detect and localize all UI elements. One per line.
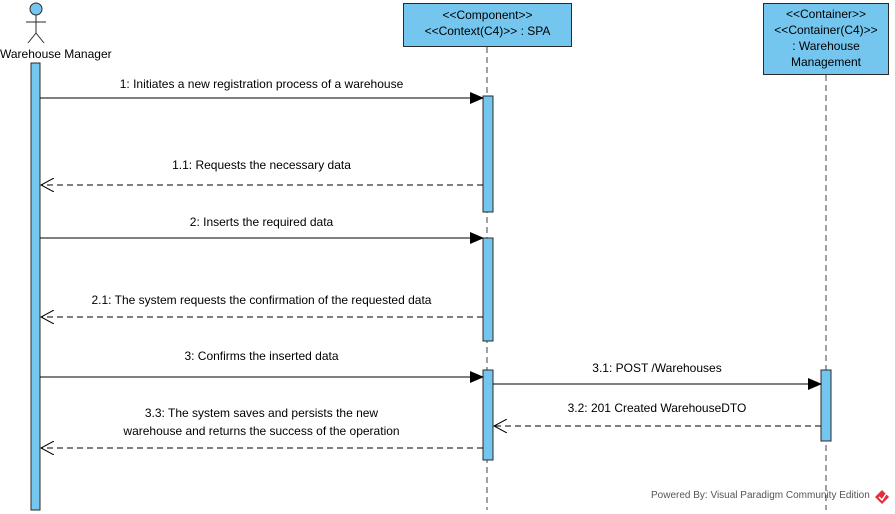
message-3-3-label-line-2: warehouse and returns the success of the… [123,424,400,438]
participant-container-name-2: Management [790,55,862,69]
powered-by-footer: Powered By: Visual Paradigm Community Ed… [651,490,870,501]
participant-spa-stereotype: <<Component>> [442,8,533,22]
actor-right-leg [35,32,45,44]
activation-actor [30,62,41,511]
activation-spa-3 [482,369,494,461]
actor-head [29,2,43,16]
message-3-1-label: 3.1: POST /Warehouses [592,361,722,375]
message-1-label: 1: Initiates a new registration process … [119,77,404,91]
participant-container: <<Container>> <<Container(C4)>> : Wareho… [763,3,889,75]
message-1-1-label: 1.1: Requests the necessary data [172,158,351,172]
participant-container-name-1: : Warehouse [792,39,860,53]
participant-container-stereotype-1: <<Container>> [785,7,867,21]
message-3-label: 3: Confirms the inserted data [184,349,339,363]
participant-spa-name: <<Context(C4)>> : SPA [424,24,551,38]
activation-container [820,369,832,442]
actor-name: Warehouse Manager [0,47,112,61]
participant-container-stereotype-2: <<Container(C4)>> [774,23,878,37]
activation-spa-2 [482,237,494,342]
message-3-2-label: 3.2: 201 Created WarehouseDTO [567,401,747,415]
message-2-1-label: 2.1: The system requests the confirmatio… [91,293,432,307]
message-3-3-label-line-1: 3.3: The system saves and persists the n… [144,406,379,420]
message-2-label: 2: Inserts the required data [189,215,334,229]
activation-spa-1 [482,95,494,213]
visual-paradigm-logo-icon [875,490,889,504]
actor-left-leg [27,32,37,44]
participant-spa: <<Component>> <<Context(C4)>> : SPA [403,3,572,47]
actor-figure [26,2,46,44]
